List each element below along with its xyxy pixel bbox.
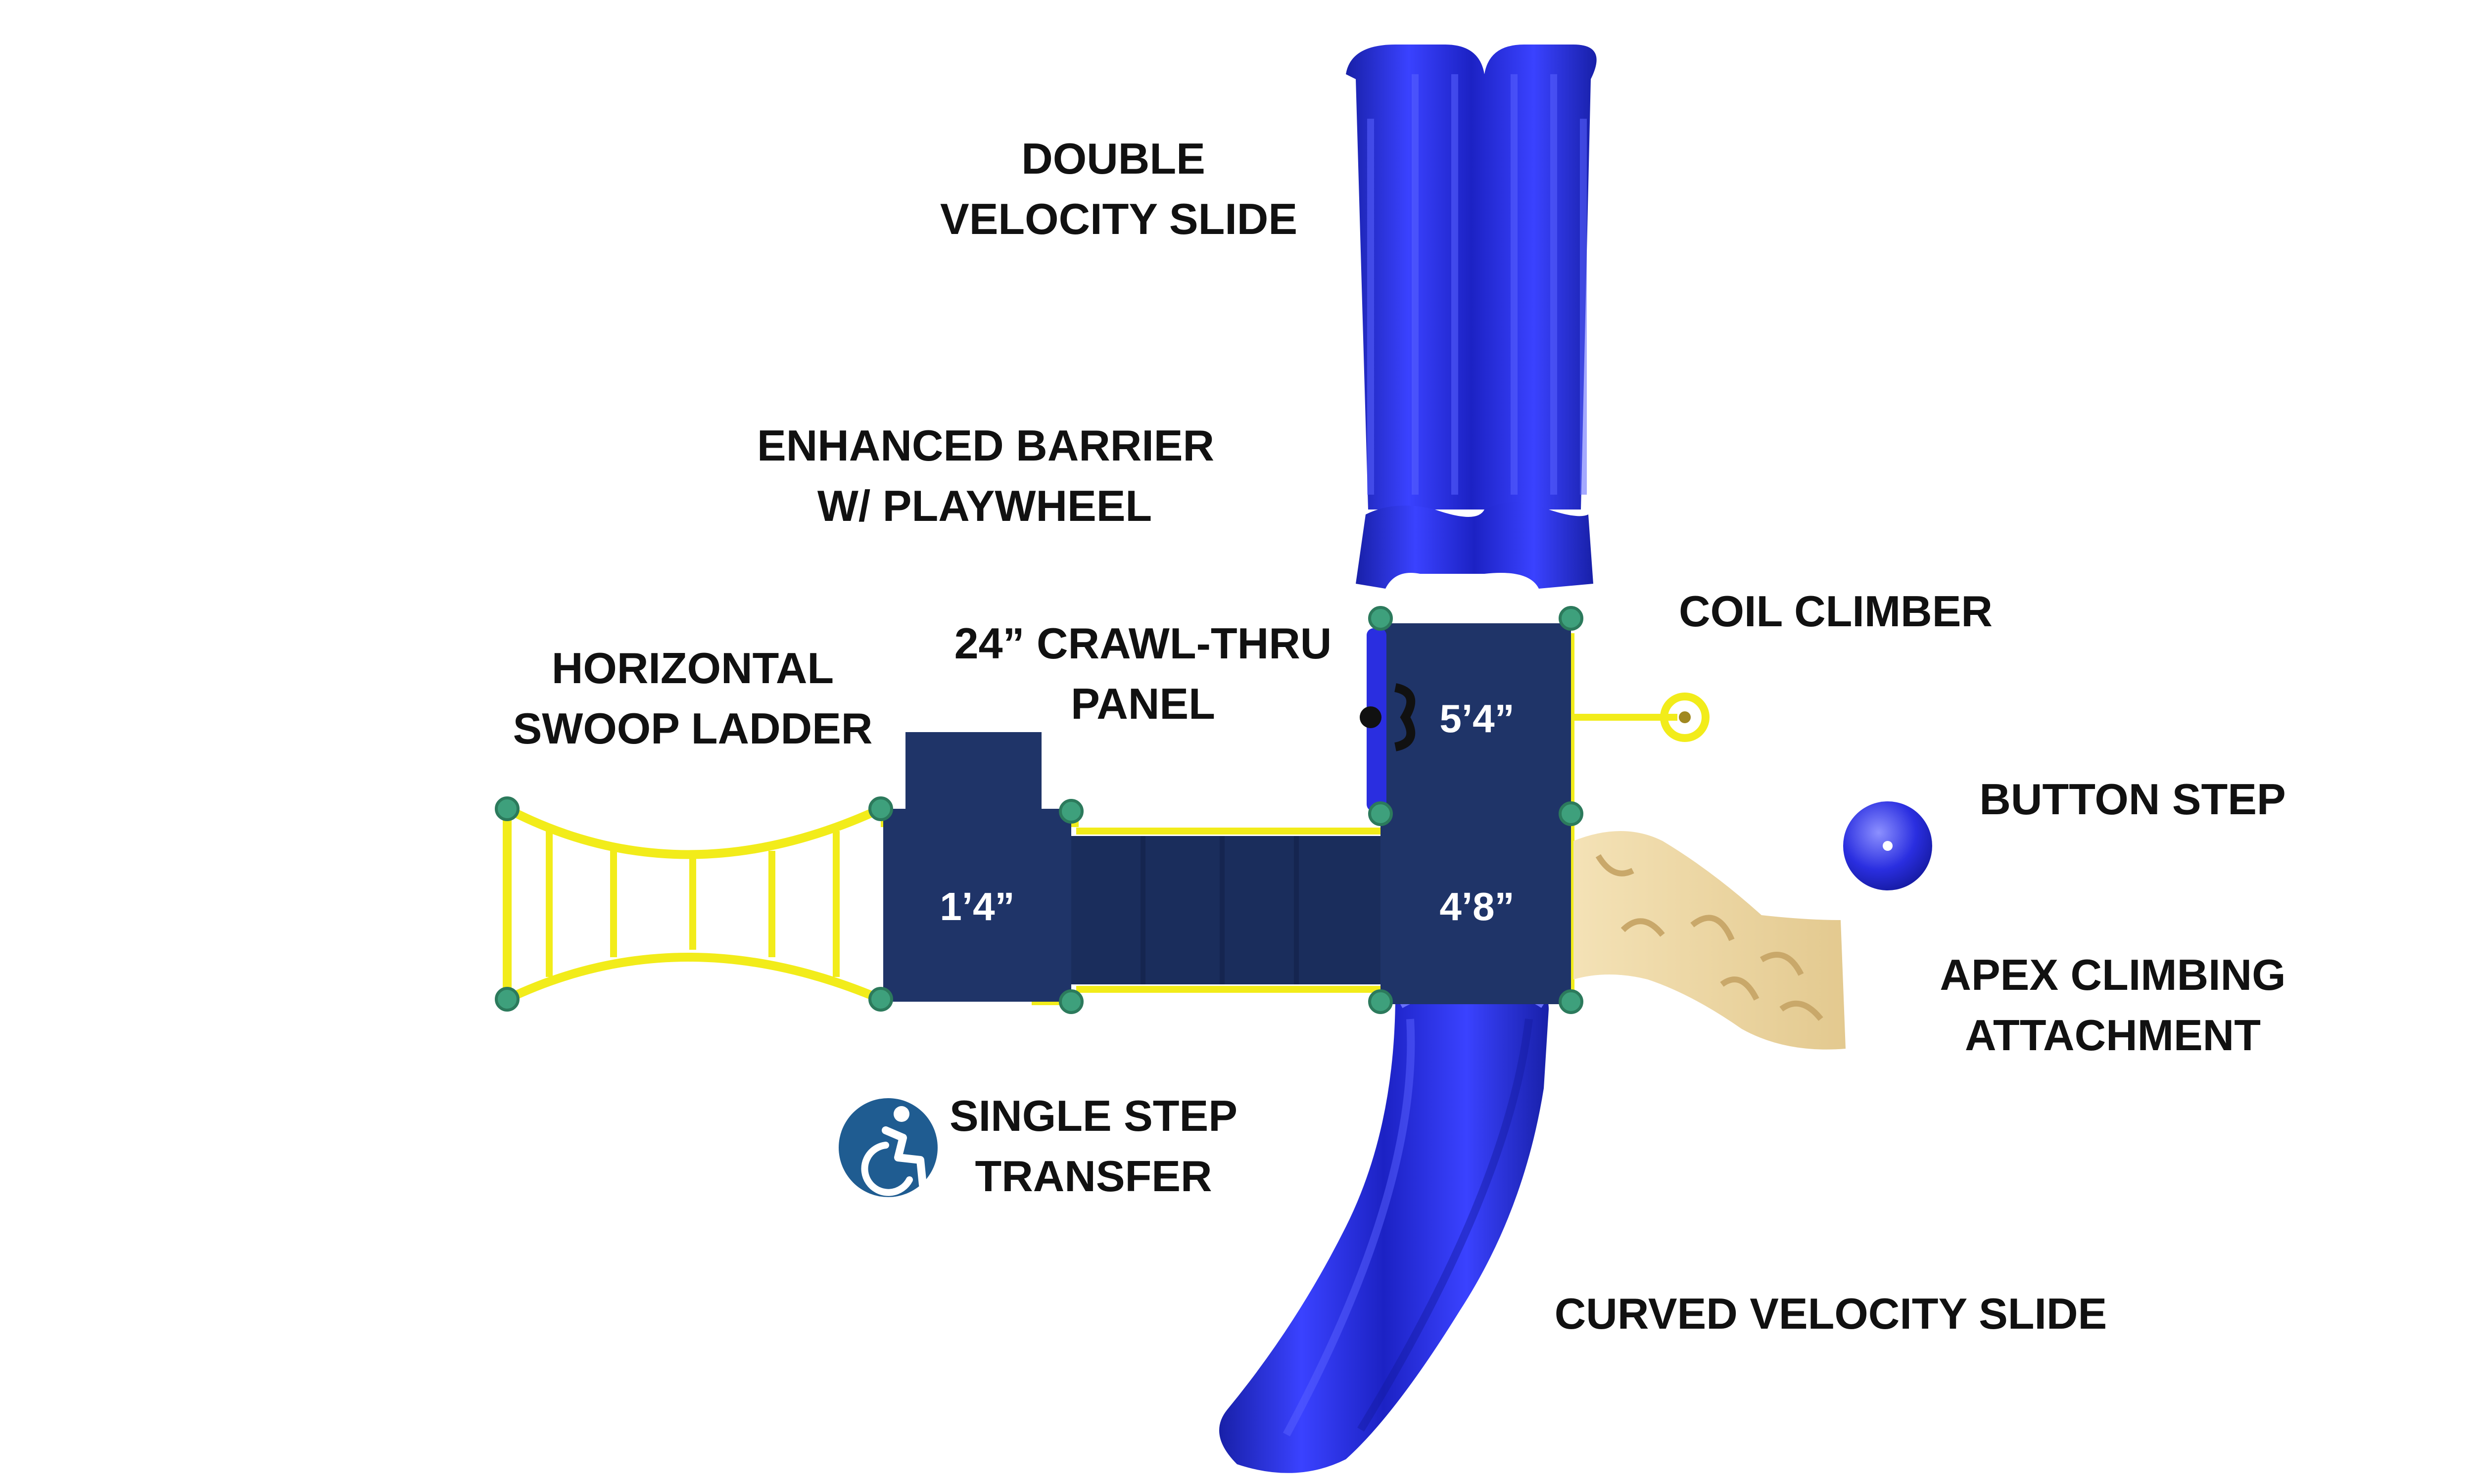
enhanced-barrier-playwheel xyxy=(1360,628,1416,811)
double-velocity-slide-line-1: DOUBLE xyxy=(1021,134,1205,183)
horizontal-swoop-ladder-line-1: HORIZONTAL xyxy=(551,644,834,693)
horizontal-swoop-ladder-label: HORIZONTAL SWOOP LADDER xyxy=(495,638,891,759)
crawl-thru-panel-line-1: 24” CRAWL-THRU xyxy=(954,619,1332,668)
apex-climbing-attachment xyxy=(1573,831,1846,1050)
enhanced-barrier-line-2: W/ PLAYWHEEL xyxy=(817,481,1152,530)
single-step-transfer-line-2: TRANSFER xyxy=(975,1152,1212,1201)
apex-climbing-attachment-label: APEX CLIMBING ATTACHMENT xyxy=(1905,945,2321,1066)
left-deck-height: 1’4” xyxy=(940,884,1014,928)
horizontal-swoop-ladder xyxy=(503,804,883,1004)
apex-climbing-attachment-line-1: APEX CLIMBING xyxy=(1940,950,2286,999)
left-deck xyxy=(883,809,1071,1002)
top-deck xyxy=(1380,623,1571,816)
apex-climbing-attachment-line-2: ATTACHMENT xyxy=(1965,1011,2261,1060)
center-deck-height: 4’8” xyxy=(1439,884,1514,928)
button-step-label: BUTTON STEP xyxy=(1979,775,2286,824)
clamps xyxy=(495,606,1583,1014)
horizontal-swoop-ladder-line-2: SWOOP LADDER xyxy=(513,704,873,753)
coil-climber xyxy=(1660,693,1710,742)
double-velocity-slide-line-2: VELOCITY SLIDE xyxy=(940,194,1298,243)
enhanced-barrier-line-1: ENHANCED BARRIER xyxy=(757,421,1215,470)
single-step-transfer-line-1: SINGLE STEP xyxy=(950,1091,1237,1140)
double-velocity-slide-label: DOUBLE VELOCITY SLIDE xyxy=(940,129,1298,249)
coil-climber-label: COIL CLIMBER xyxy=(1679,587,1993,636)
single-step-transfer-label: SINGLE STEP TRANSFER xyxy=(940,1086,1247,1206)
top-deck-height: 5’4” xyxy=(1439,696,1514,741)
curved-velocity-slide-label: CURVED VELOCITY SLIDE xyxy=(1554,1289,2107,1338)
double-velocity-slide xyxy=(1346,45,1597,589)
crawl-thru-panel-block xyxy=(905,732,1042,816)
button-step xyxy=(1843,801,1932,890)
wheelchair-accessibility-icon xyxy=(839,1098,938,1197)
enhanced-barrier-label: ENHANCED BARRIER W/ PLAYWHEEL xyxy=(757,416,1215,536)
crawl-thru-panel-line-2: PANEL xyxy=(1071,679,1215,728)
crawl-tunnel xyxy=(1069,836,1380,984)
crawl-thru-panel-label: 24” CRAWL-THRU PANEL xyxy=(940,613,1346,734)
curved-velocity-slide xyxy=(1219,983,1549,1473)
center-deck xyxy=(1380,816,1571,1004)
